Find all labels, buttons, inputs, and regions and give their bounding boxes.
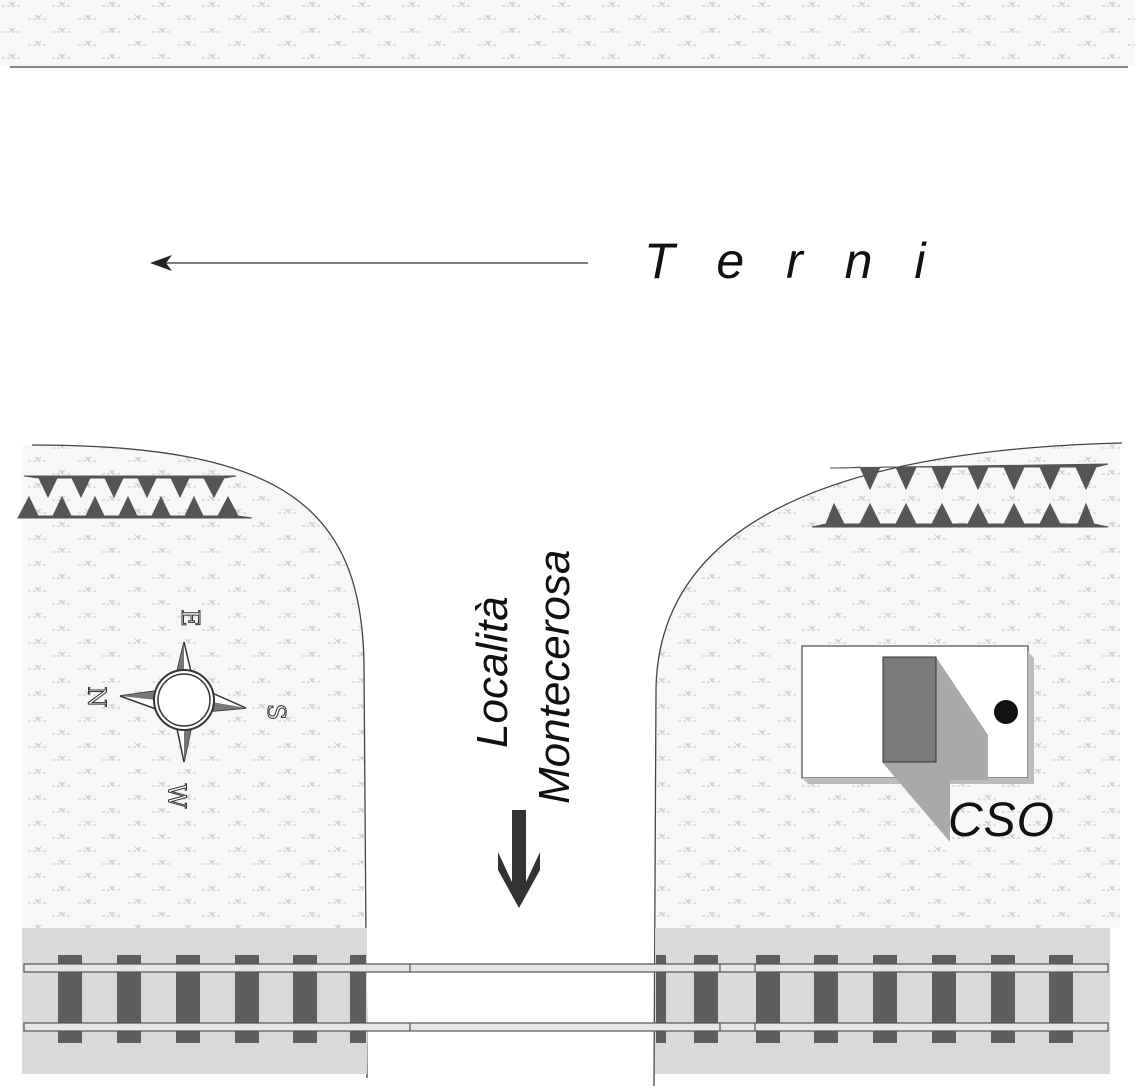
compass-rose-icon [119,641,247,763]
building-icon [801,645,1034,842]
hedge-row-icon [811,463,1109,528]
locality-label-line2: Montecerosa [530,549,579,804]
railway-track-icon [22,928,1110,1074]
locality-label-line1: Località [468,596,517,748]
arrow-down-icon [498,810,540,908]
station-label: CSO [948,794,1056,847]
grass-strip-top [0,0,1135,68]
destination-label: T e r n i [644,233,940,289]
rails [23,963,1109,1032]
hedge-row-icon [17,475,253,519]
compass-north-label: N [82,686,111,708]
compass-west-label: W [162,783,191,809]
arrow-left-icon [150,255,588,271]
compass-east-label: E [175,609,204,628]
compass-south-label: S [262,703,291,721]
